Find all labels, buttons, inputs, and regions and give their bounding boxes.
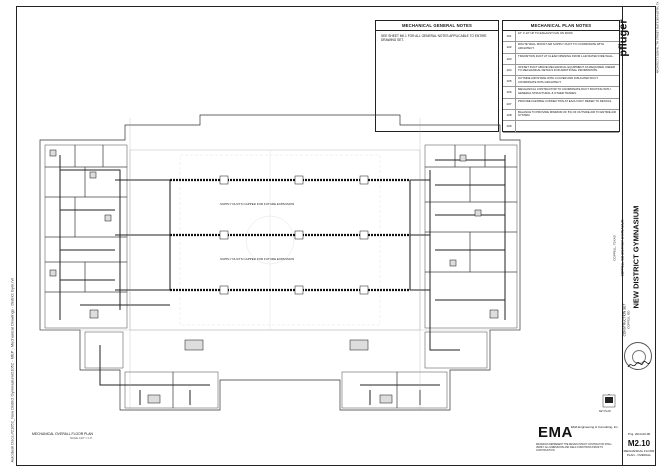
mechanical-equipment bbox=[49, 149, 499, 404]
duct-diffusers bbox=[219, 175, 369, 295]
sheet-subname: PLAN - OVERALL bbox=[626, 453, 652, 457]
plan-note-number: 106 bbox=[503, 87, 516, 98]
general-note-text: SEE SHEET M0.1 FOR ALL GENERAL NOTES APP… bbox=[381, 34, 487, 42]
project-number: Proj. 2014-00-00 bbox=[627, 432, 651, 436]
firm-address-text: ARCHITECTS 3500 W. 7TH STREET SUITE 300 … bbox=[656, 1, 660, 74]
plan-note-number: 103 bbox=[503, 53, 516, 64]
plan-note-text: PROVIDE FLEXIBLE CONNECTION AT EACH UNIT… bbox=[518, 98, 613, 103]
duct-note-1: SUPPLY DUCTS CAPPED FOR FUTURE EXPANSION bbox=[220, 202, 294, 206]
sheet-info: Proj. 2014-00-00 M2.10 MECHANICAL FLOOR … bbox=[622, 430, 656, 457]
plan-note-text: 10" X 10" UP TO EXHAUST FAN ON ROOF. bbox=[518, 31, 574, 35]
main-supply-ducts bbox=[169, 178, 411, 292]
project-subtitle-text: COPPELL ISD DISTRICT GYMNASIUM bbox=[620, 219, 625, 277]
owner-block: COPPELL ISD bbox=[626, 300, 648, 340]
firm-address: ARCHITECTS 3500 W. 7TH STREET SUITE 300 … bbox=[640, 2, 659, 74]
plan-note-number: 101 bbox=[503, 31, 516, 42]
file-path-text: Autodesk Docs://21052_New District Gymna… bbox=[9, 278, 15, 463]
plan-note-number: 104 bbox=[503, 64, 516, 76]
general-notes-title: MECHANICAL GENERAL NOTES bbox=[376, 21, 498, 31]
firm-logo-text: pfluger bbox=[617, 19, 630, 57]
general-notes-box: MECHANICAL GENERAL NOTES SEE SHEET M0.1 … bbox=[375, 20, 499, 132]
plan-note-number: 105 bbox=[503, 76, 516, 87]
key-plan-icon bbox=[602, 394, 616, 408]
plan-note-text: MECHANICAL CONTRACTOR TO COORDINATE DUCT… bbox=[518, 87, 611, 95]
plan-note-number: 102 bbox=[503, 42, 516, 53]
plan-note-text: TRANSITION DUCT AT CLEAR OPENING FROM 1-… bbox=[518, 53, 614, 58]
column-grid bbox=[40, 118, 520, 410]
firm-logo: pfluger bbox=[618, 12, 639, 64]
right-rooms bbox=[341, 144, 518, 409]
duct-note-2: SUPPLY DUCTS CAPPED FOR FUTURE EXPANSION bbox=[220, 257, 294, 261]
title-block bbox=[622, 6, 656, 466]
plan-note-row: 109 bbox=[503, 121, 619, 133]
scale-note: SCALE: 1/16" = 1'-0" bbox=[70, 437, 93, 440]
right-branch-ducts bbox=[360, 155, 506, 405]
left-rooms bbox=[44, 144, 219, 409]
left-branch-ducts bbox=[59, 155, 210, 405]
floor-plan-drawing: SUPPLY DUCTS CAPPED FOR FUTURE EXPANSION… bbox=[39, 114, 521, 411]
owner-block-text: COPPELL ISD bbox=[626, 310, 631, 329]
plan-note-text: BALANCE TO PROVIDE MINIMUM OF 5% OF OUTS… bbox=[518, 110, 616, 118]
signature-mark bbox=[627, 361, 651, 368]
building-outline bbox=[39, 114, 521, 411]
plan-note-text: ROUTE WALL MOUNT AIR SUPPLY DUCT TO COOR… bbox=[518, 42, 604, 50]
sheet-name: MECHANICAL FLOOR bbox=[623, 449, 655, 453]
plan-title: MECHANICAL OVERALL FLOOR PLAN bbox=[32, 432, 93, 436]
plan-note-number: 108 bbox=[503, 110, 516, 121]
plan-note-text: OUTSIDE AIR INTAKE WITH LOUVER AND INSUL… bbox=[518, 76, 599, 84]
sheet-number: M2.10 bbox=[627, 439, 651, 448]
plan-notes-title: MECHANICAL PLAN NOTES bbox=[503, 21, 619, 31]
engineer-seal bbox=[624, 342, 652, 370]
consultant-name: EMA Engineering & Consulting, Inc. bbox=[571, 425, 619, 429]
consultant-logo: EMA bbox=[538, 424, 573, 441]
project-address: COPPELL, TEXAS bbox=[613, 200, 654, 300]
key-plan-label: KEY PLAN bbox=[599, 410, 611, 413]
file-path-stamp: Autodesk Docs://21052_New District Gymna… bbox=[2, 278, 15, 463]
plan-note-text: OFFSET DUCT ABOVE MECHANICAL EQUIPMENT A… bbox=[518, 64, 616, 73]
consultant-disclaimer: DRAWINGS REPRESENT THE DESIGN INTENT. CO… bbox=[536, 444, 612, 452]
plan-note-number: 109 bbox=[503, 121, 516, 132]
sheet-border bbox=[16, 6, 656, 466]
plan-note-number: 107 bbox=[503, 98, 516, 110]
